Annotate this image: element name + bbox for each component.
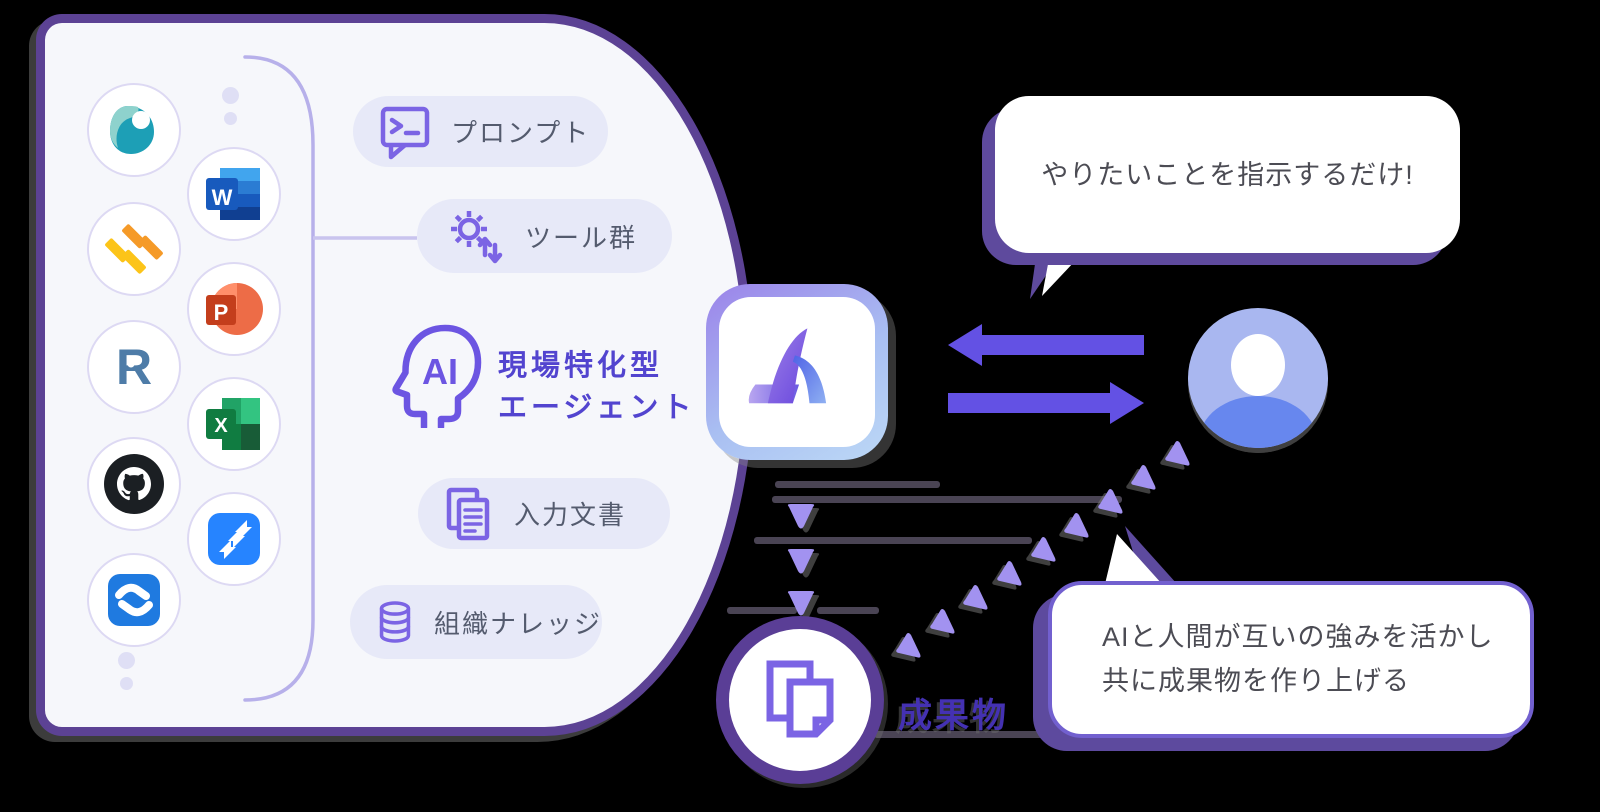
ai-head-icon: AI (392, 324, 482, 428)
app-icon-github (87, 437, 181, 531)
shadow-line (727, 607, 797, 614)
teal-swirl-icon (110, 106, 154, 154)
flow-triangle-diagonal (1064, 513, 1089, 538)
flow-triangle-down (787, 504, 815, 529)
brace-connector (243, 55, 417, 702)
copied-documents-icon (766, 660, 834, 738)
bubble-top-tail (1030, 243, 1092, 299)
app-icon-word: W (187, 147, 281, 241)
speech-bubble-bottom-line1: AIと人間が互いの強みを活かし (1102, 622, 1494, 652)
confluence-icon (108, 574, 160, 626)
pill-tools: ツール群 (417, 199, 672, 273)
flow-triangle-diagonal (896, 633, 921, 658)
flow-triangle-diagonal (997, 561, 1022, 586)
user-avatar (1188, 308, 1328, 448)
stylized-a-logo-icon (748, 328, 827, 404)
flow-triangle-diagonal (1098, 489, 1123, 514)
ellipsis-dot (118, 652, 135, 669)
app-logo (719, 297, 875, 447)
pill-knowledge-label: 組織ナレッジ (433, 608, 602, 639)
app-icon-redmine: R (87, 320, 181, 414)
agent-title-line1: 現場特化型 (498, 350, 664, 382)
deliverable-circle (716, 616, 884, 784)
avatar-head (1231, 334, 1285, 396)
word-letter: W (212, 185, 233, 210)
pill-tools-label: ツール群 (525, 222, 638, 253)
gear-arrows-icon (451, 211, 503, 264)
agent-title-line2: エージェント (498, 392, 696, 424)
speech-bubble-top-text: やりたいことを指示するだけ! (1041, 159, 1414, 190)
flow-triangle-diagonal (1165, 441, 1190, 466)
ellipsis-dot (120, 677, 133, 690)
app-icon-confluence (87, 553, 181, 647)
arrow-right-icon (948, 382, 1144, 424)
flow-triangle-diagonal (963, 585, 988, 610)
app-icon-jira (187, 492, 281, 586)
flow-triangle-down (787, 549, 815, 574)
flow-triangle-diagonal (930, 609, 955, 634)
deliverable-label: 成果物 (898, 697, 1009, 735)
shadow-line (874, 731, 1044, 738)
excel-letter: X (214, 415, 228, 437)
app-icon-teal-swirl (87, 83, 181, 177)
database-icon (379, 601, 411, 643)
app-icon-powerpoint: P (187, 262, 281, 356)
app-icon-excel: X (187, 377, 281, 471)
orange-bars-icon (105, 224, 163, 274)
speech-bubble-top: やりたいことを指示するだけ! (995, 96, 1460, 253)
ai-badge: AI (422, 351, 458, 392)
jira-icon (208, 513, 260, 565)
flow-triangle-down (787, 591, 815, 616)
excel-icon: X (206, 398, 260, 450)
terminal-bubble-icon (380, 106, 430, 159)
ellipsis-dot (224, 112, 237, 125)
flow-triangle-diagonal (1031, 537, 1056, 562)
speech-bubble-bottom: AIと人間が互いの強みを活かし 共に成果物を作り上げる (1048, 581, 1534, 738)
flow-triangle-diagonal (1131, 465, 1156, 490)
redmine-icon: R (116, 339, 152, 395)
powerpoint-icon: P (206, 283, 263, 335)
app-logo-tile (706, 284, 888, 460)
pill-prompt-label: プロンプト (451, 118, 591, 148)
app-icon-orange-bars (87, 202, 181, 296)
word-icon: W (206, 168, 260, 220)
pill-knowledge: 組織ナレッジ (350, 585, 602, 659)
redmine-letter: R (116, 339, 152, 395)
bubble-bottom-tail (1105, 526, 1177, 584)
powerpoint-letter: P (214, 300, 229, 325)
pill-input-docs: 入力文書 (418, 478, 670, 549)
pill-input-docs-label: 入力文書 (514, 500, 627, 530)
github-icon (104, 454, 164, 514)
shadow-line (817, 607, 879, 614)
ellipsis-dot (222, 87, 239, 104)
avatar-body (1199, 396, 1317, 448)
documents-icon (446, 487, 490, 540)
shadow-line (772, 496, 1122, 503)
pill-prompt: プロンプト (353, 96, 608, 167)
shadow-line (754, 537, 1032, 544)
arrow-left-icon (948, 324, 1144, 366)
shadow-line (775, 481, 940, 488)
speech-bubble-bottom-line2: 共に成果物を作り上げる (1102, 666, 1410, 696)
